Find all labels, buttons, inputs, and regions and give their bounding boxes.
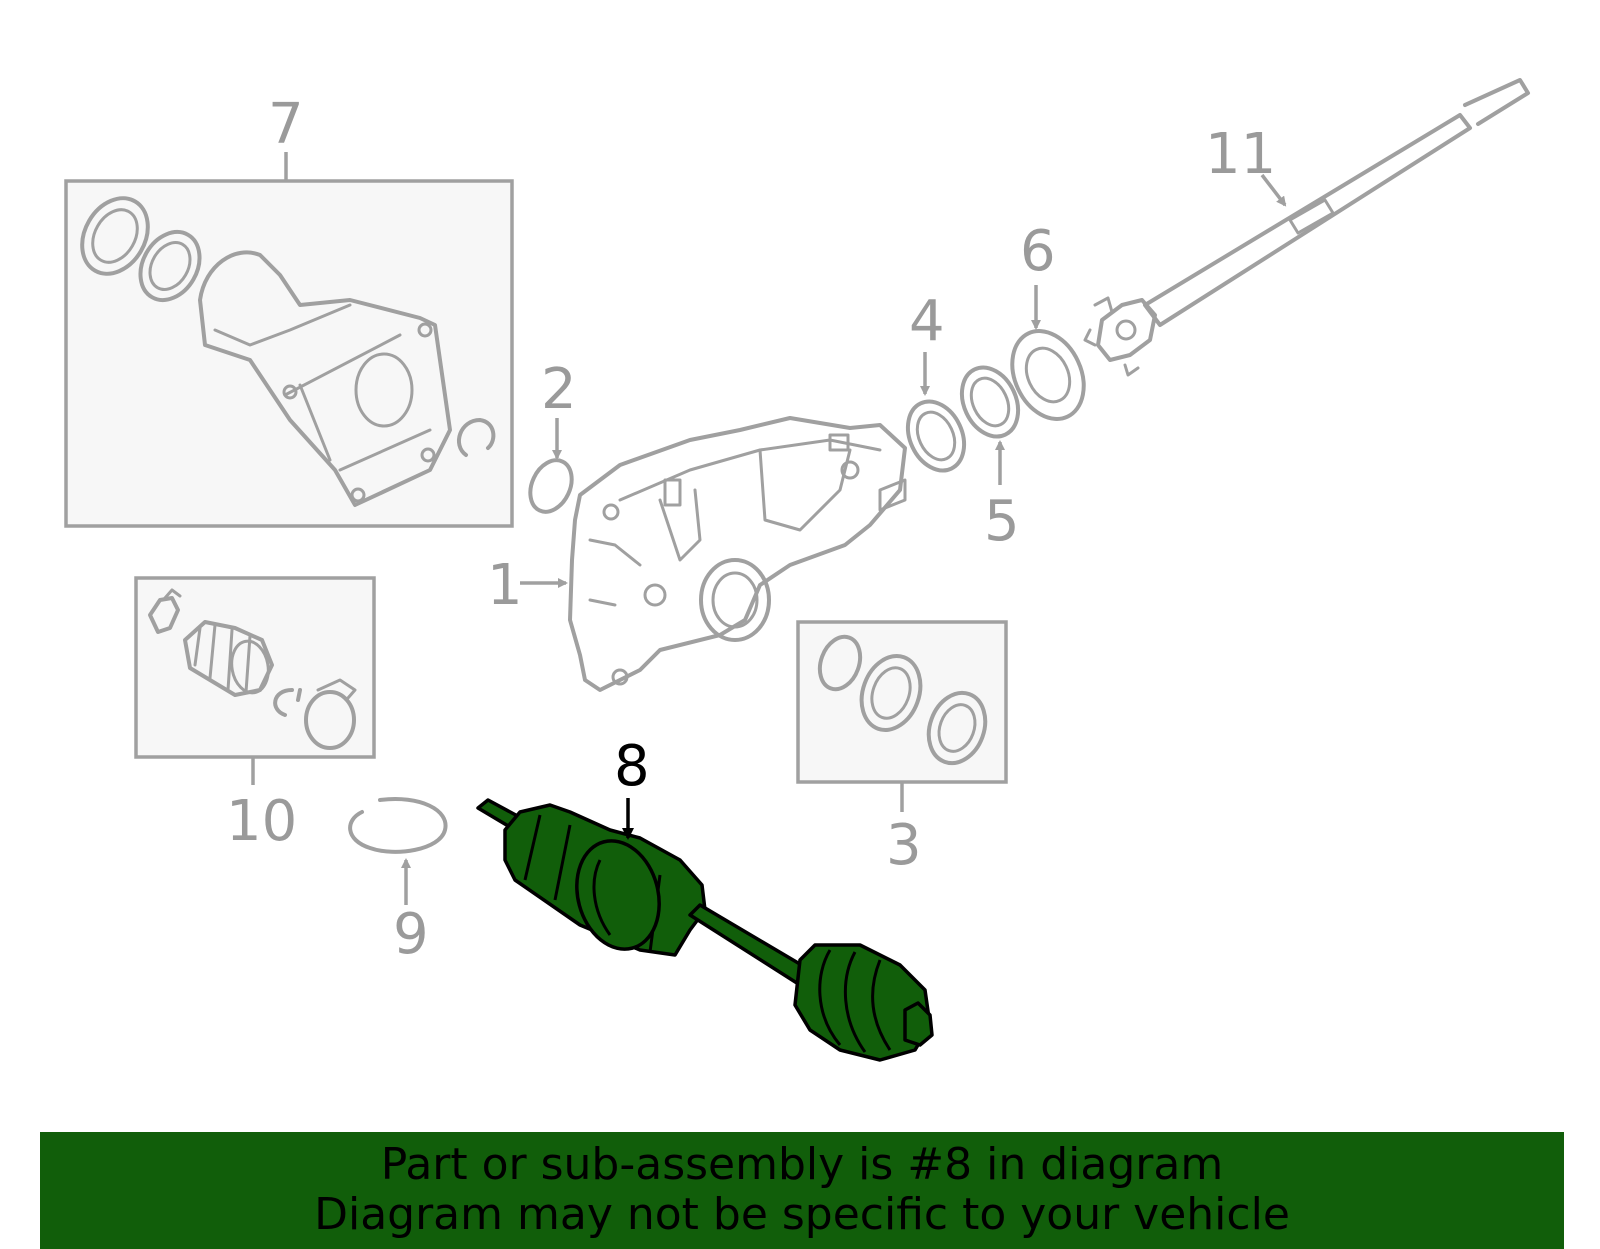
label-10: 10 [226, 789, 297, 854]
part-3-seal-kit [796, 620, 1008, 784]
label-4: 4 [909, 289, 945, 354]
part-1-differential [568, 416, 907, 692]
label-1: 1 [487, 553, 523, 618]
info-banner: Part or sub-assembly is #8 in diagram Di… [40, 1132, 1564, 1249]
label-9: 9 [393, 902, 429, 967]
label-8: 8 [614, 734, 650, 799]
part-9-snap-ring [348, 797, 448, 854]
label-7: 7 [268, 92, 304, 157]
part-11-intermediate-shaft [1083, 78, 1530, 377]
part-4-seal [905, 399, 967, 473]
part-6-deflector [1010, 329, 1086, 421]
banner-line-1: Part or sub-assembly is #8 in diagram [380, 1139, 1224, 1190]
part-8-axle-shaft [476, 798, 934, 1062]
label-6: 6 [1020, 219, 1056, 284]
label-3: 3 [886, 813, 922, 878]
part-2-o-ring [528, 458, 574, 514]
label-2: 2 [541, 357, 577, 422]
label-11: 11 [1205, 122, 1276, 187]
part-7-housing-kit [64, 179, 514, 528]
label-5: 5 [984, 489, 1020, 554]
part-5-seal [959, 365, 1021, 439]
parts-diagram: 7 2 1 4 5 6 [64, 78, 1530, 1062]
part-10-boot-kit [134, 576, 376, 759]
banner-line-2: Diagram may not be specific to your vehi… [314, 1189, 1290, 1240]
